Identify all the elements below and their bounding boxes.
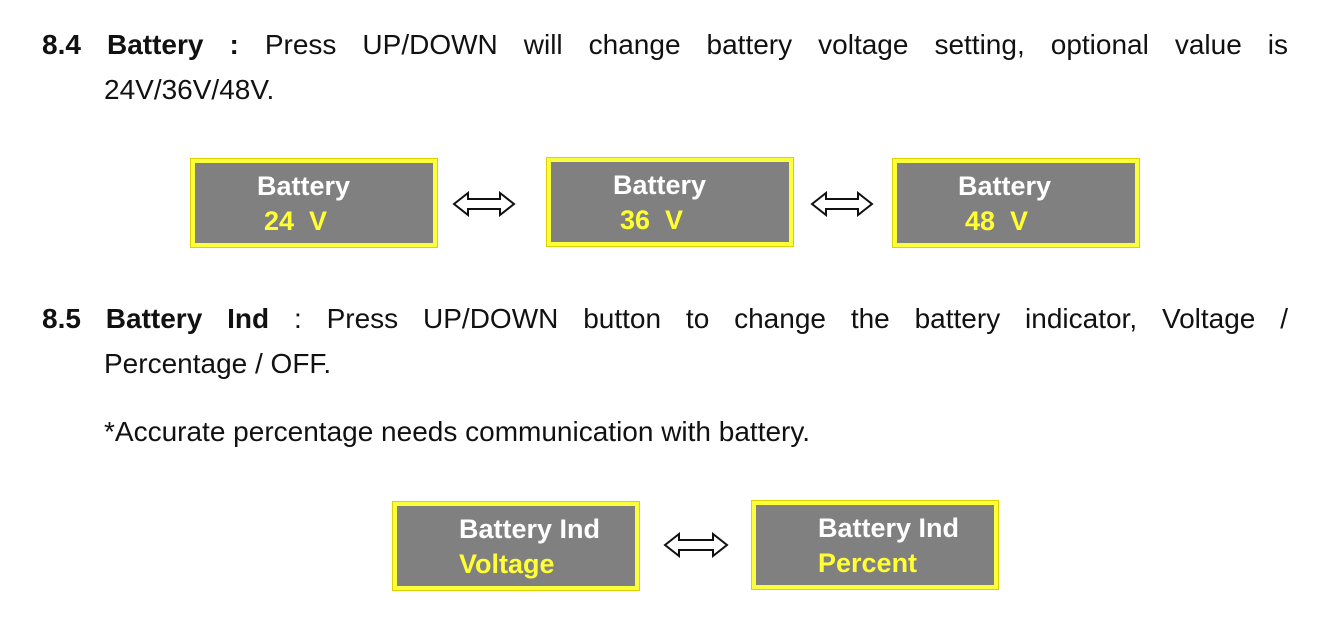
double-arrow-icon (810, 191, 874, 217)
section-number: 8.4 (42, 29, 81, 60)
section-8-5: 8.5 Battery Ind : Press UP/DOWN button t… (42, 296, 1288, 386)
section-text: Press UP/DOWN will change battery voltag… (264, 29, 1289, 60)
battery-ind-voltage-display: Battery Ind Voltage (392, 501, 640, 591)
display-value: 48 V (965, 206, 1029, 236)
section-term: Battery Ind (105, 303, 270, 334)
battery-48v-display: Battery 48 V (892, 158, 1140, 248)
display-title: Battery (257, 171, 351, 201)
double-arrow-icon (663, 532, 729, 558)
display-title: Battery Ind (459, 514, 601, 544)
display-value: 24 V (264, 206, 328, 236)
section-term: Battery : (106, 29, 239, 60)
double-arrow-icon (452, 191, 516, 217)
accuracy-note: *Accurate percentage needs communication… (104, 416, 811, 447)
display-title: Battery (613, 170, 707, 200)
section-8-5-line1: 8.5 Battery Ind : Press UP/DOWN button t… (42, 296, 1288, 341)
battery-ind-percent-display: Battery Ind Percent (751, 500, 999, 590)
section-8-4-line1: 8.4 Battery : Press UP/DOWN will change … (42, 22, 1288, 67)
section-number: 8.5 (42, 303, 81, 334)
display-value: Voltage (459, 549, 555, 579)
display-value: Percent (818, 548, 918, 578)
display-title: Battery (958, 171, 1052, 201)
section-8-4: 8.4 Battery : Press UP/DOWN will change … (42, 22, 1288, 112)
section-8-5-line2: Percentage / OFF. (104, 348, 332, 379)
display-title: Battery Ind (818, 513, 960, 543)
battery-24v-display: Battery 24 V (190, 158, 438, 248)
section-8-4-line2: 24V/36V/48V. (104, 74, 275, 105)
section-text: : Press UP/DOWN button to change the bat… (293, 303, 1289, 334)
display-value: 36 V (620, 205, 684, 235)
battery-36v-display: Battery 36 V (546, 157, 794, 247)
